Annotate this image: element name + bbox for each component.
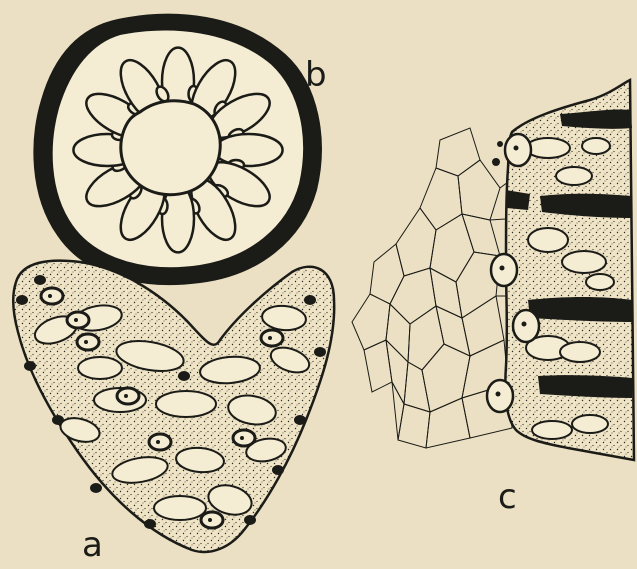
dark-body: [304, 295, 316, 305]
dark-body: [144, 519, 156, 529]
radial-cell: [215, 134, 283, 166]
panel-c-section: [352, 80, 634, 460]
panel-a-section: [13, 261, 334, 552]
nucleus: [513, 310, 539, 342]
nucleolus: [156, 440, 160, 444]
vesicle: [560, 342, 600, 362]
label-a: a: [82, 525, 103, 565]
nucleus: [491, 254, 517, 286]
nucleolus: [124, 394, 128, 398]
vesicle: [562, 251, 606, 273]
dark-body: [34, 275, 46, 285]
panel-b-cross-section: [34, 15, 321, 284]
vesicle: [156, 391, 216, 417]
nucleolus: [522, 322, 527, 327]
dark-granule: [497, 141, 503, 147]
label-b: b: [305, 55, 327, 95]
dark-body: [272, 465, 284, 475]
nucleolus: [74, 318, 78, 322]
dark-body: [178, 371, 190, 381]
dark-body: [16, 295, 28, 305]
nucleolus: [84, 340, 88, 344]
nucleolus: [208, 518, 212, 522]
nucleolus: [48, 294, 52, 298]
panel-b-central-cavity: [121, 101, 220, 195]
nucleus: [505, 134, 531, 166]
dark-body: [24, 361, 36, 371]
vesicle: [572, 415, 608, 433]
nucleus: [487, 380, 513, 412]
vesicle: [532, 421, 572, 439]
dark-body: [90, 483, 102, 493]
nucleolus: [240, 436, 244, 440]
vesicle: [528, 228, 568, 252]
vesicle: [78, 357, 122, 379]
nucleolus: [268, 336, 272, 340]
dark-granule: [492, 158, 500, 166]
vesicle: [556, 167, 592, 185]
nucleolus: [500, 266, 505, 271]
dark-body: [294, 415, 306, 425]
label-c: c: [498, 477, 517, 517]
dark-body: [52, 415, 64, 425]
vesicle: [526, 138, 570, 158]
dark-body: [244, 515, 256, 525]
vesicle: [582, 138, 610, 154]
vesicle: [586, 274, 614, 290]
dark-body: [314, 347, 326, 357]
nucleolus: [496, 392, 501, 397]
nucleolus: [514, 146, 519, 151]
vesicle: [154, 496, 206, 520]
